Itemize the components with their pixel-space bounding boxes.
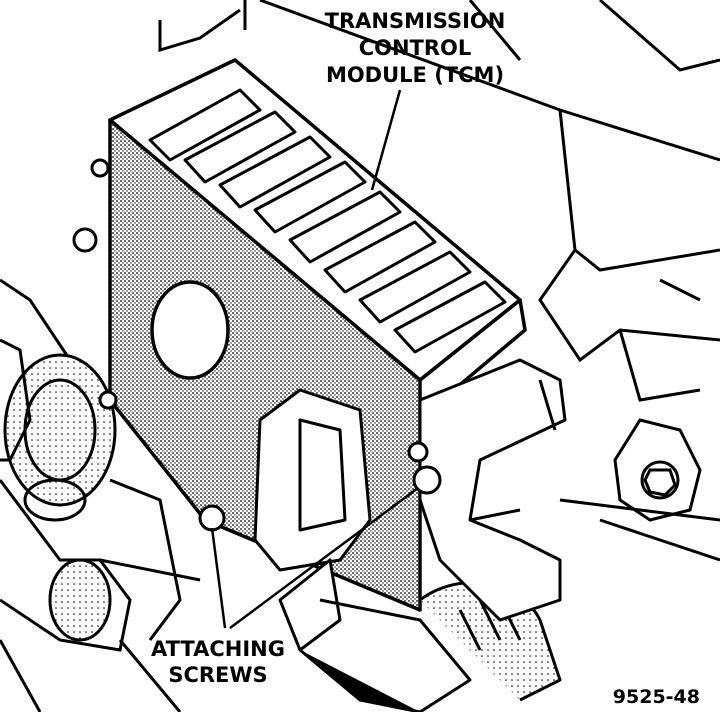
screw-icon bbox=[412, 465, 442, 495]
screw-icon bbox=[72, 227, 98, 253]
tcm-label-line3: MODULE (TCM) bbox=[326, 63, 504, 87]
screw-icon bbox=[407, 441, 429, 463]
tcm-cooling-fins bbox=[148, 88, 507, 354]
figure-id: 9525-48 bbox=[613, 686, 700, 708]
tcm-label-line2: CONTROL bbox=[359, 36, 472, 60]
tcm-leader-line bbox=[370, 89, 402, 191]
screw-leader-line bbox=[229, 486, 419, 630]
attaching-screws bbox=[72, 158, 442, 532]
tcm-label-line1: TRANSMISSION bbox=[325, 9, 506, 33]
screws-label-line2: SCREWS bbox=[168, 663, 267, 687]
leader-lines bbox=[210, 89, 419, 630]
screws-label-line1: ATTACHING bbox=[151, 637, 285, 661]
screw-icon bbox=[98, 390, 118, 410]
mounting-bracket bbox=[418, 358, 567, 622]
background-housing bbox=[158, 0, 720, 562]
screw-icon bbox=[198, 504, 226, 532]
screw-icon bbox=[90, 158, 110, 178]
engine-components-left bbox=[0, 278, 201, 712]
screw-leader-line bbox=[210, 527, 227, 629]
